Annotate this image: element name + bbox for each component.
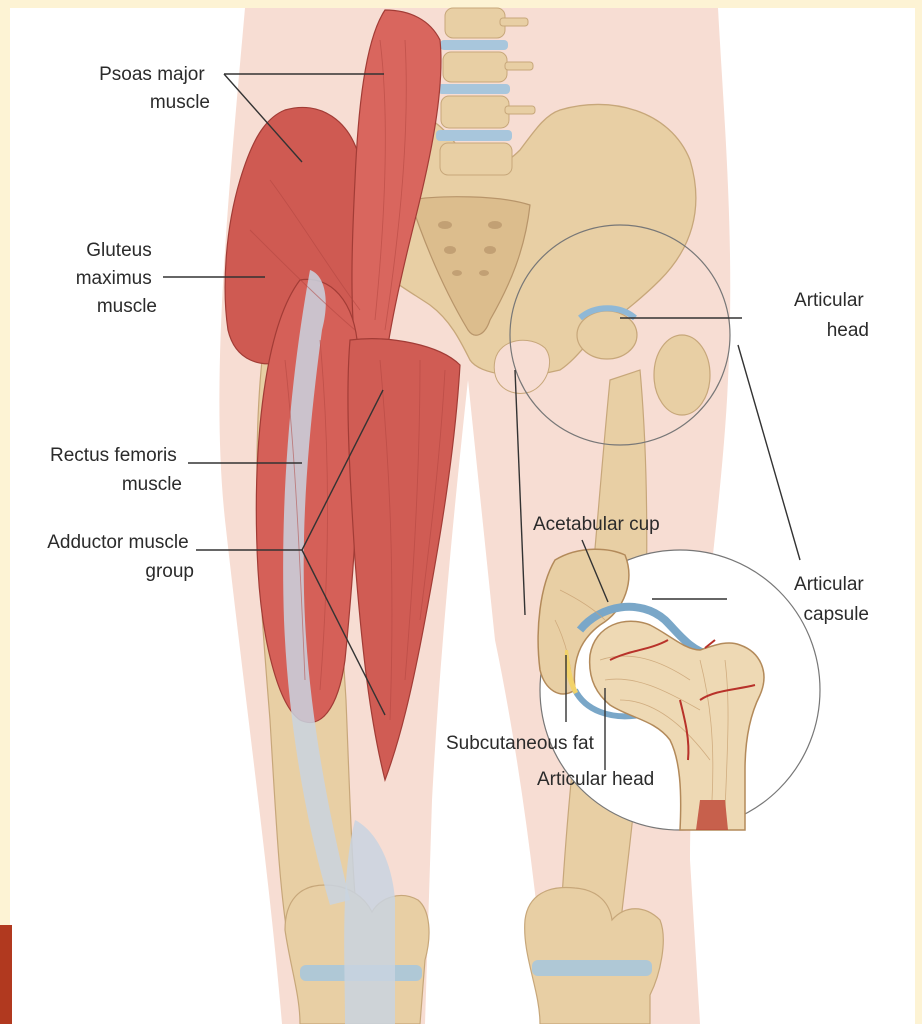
label-subcutaneous-fat: Subcutaneous fat — [446, 733, 595, 754]
left-greater-trochanter — [654, 335, 710, 415]
label-acetabular-cup: Acetabular cup — [533, 514, 660, 535]
left-knee-cartilage — [532, 960, 652, 976]
corner-accent — [0, 925, 12, 1024]
label-articular-head-bottom: Articular head — [537, 769, 654, 790]
